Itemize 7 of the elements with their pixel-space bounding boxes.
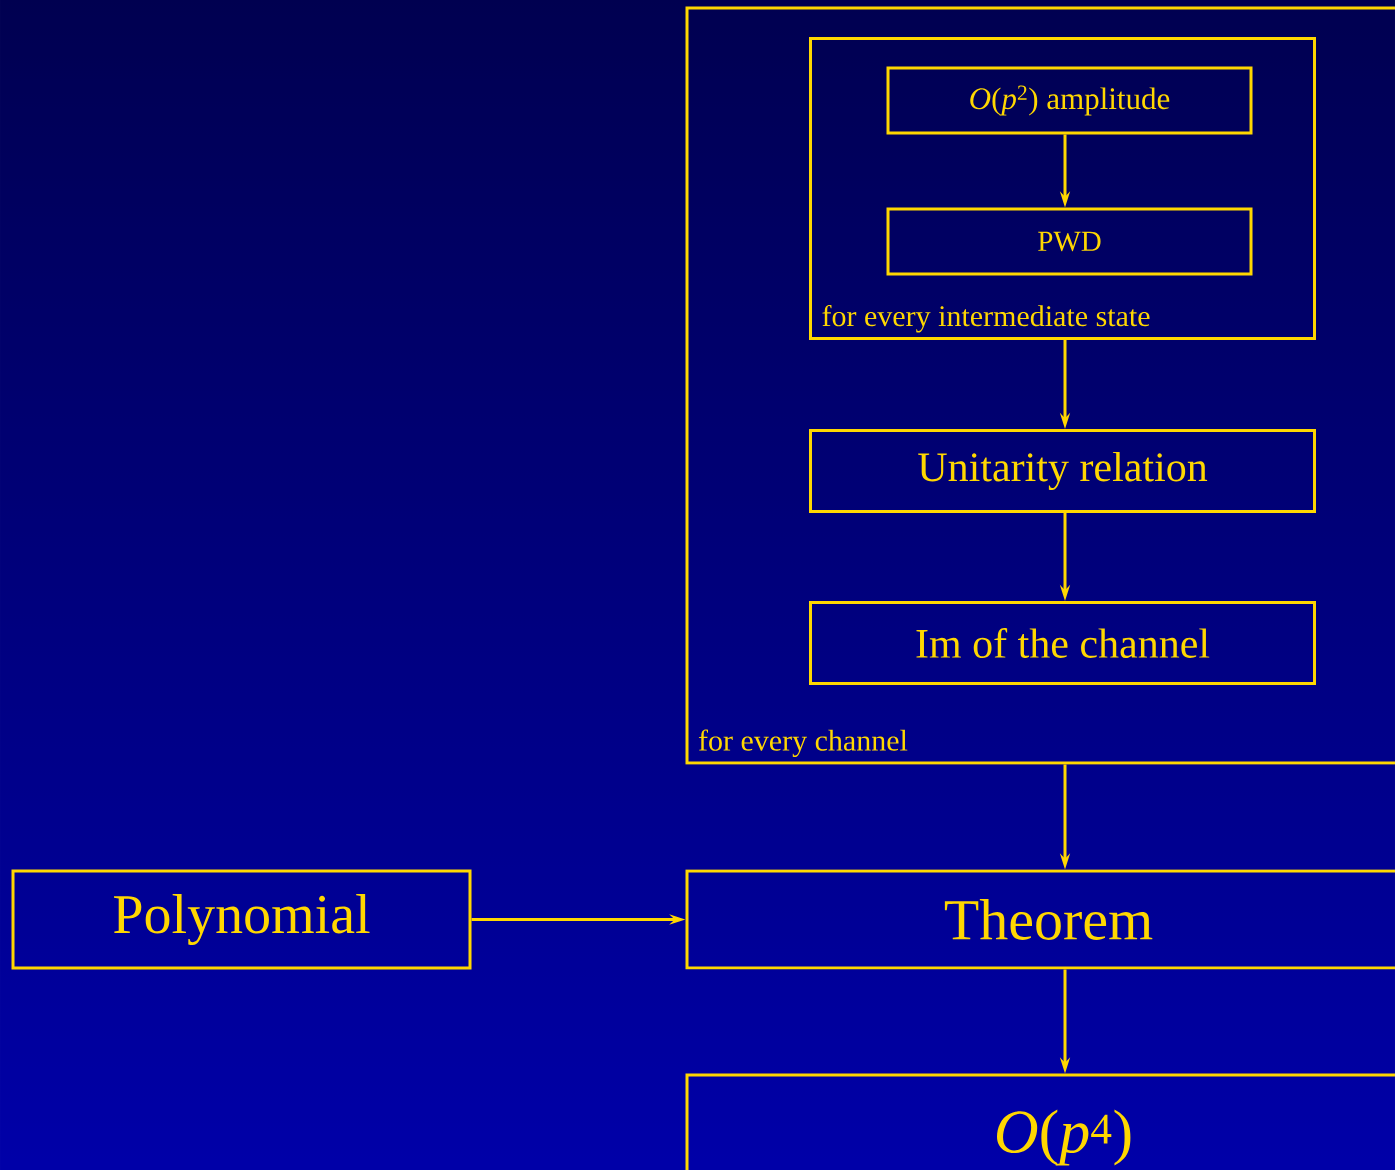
process-box: O(p$^{4}$): [685, 1073, 1395, 1170]
process-box: Theorem: [685, 869, 1395, 970]
process-box: Unitarity relation: [809, 429, 1316, 513]
process-box: O(p$^{2}$) amplitude: [886, 66, 1253, 135]
process-box: Polynomial: [11, 869, 472, 970]
process-box: Im of the channel: [809, 601, 1316, 685]
process-box: PWD: [886, 207, 1253, 276]
